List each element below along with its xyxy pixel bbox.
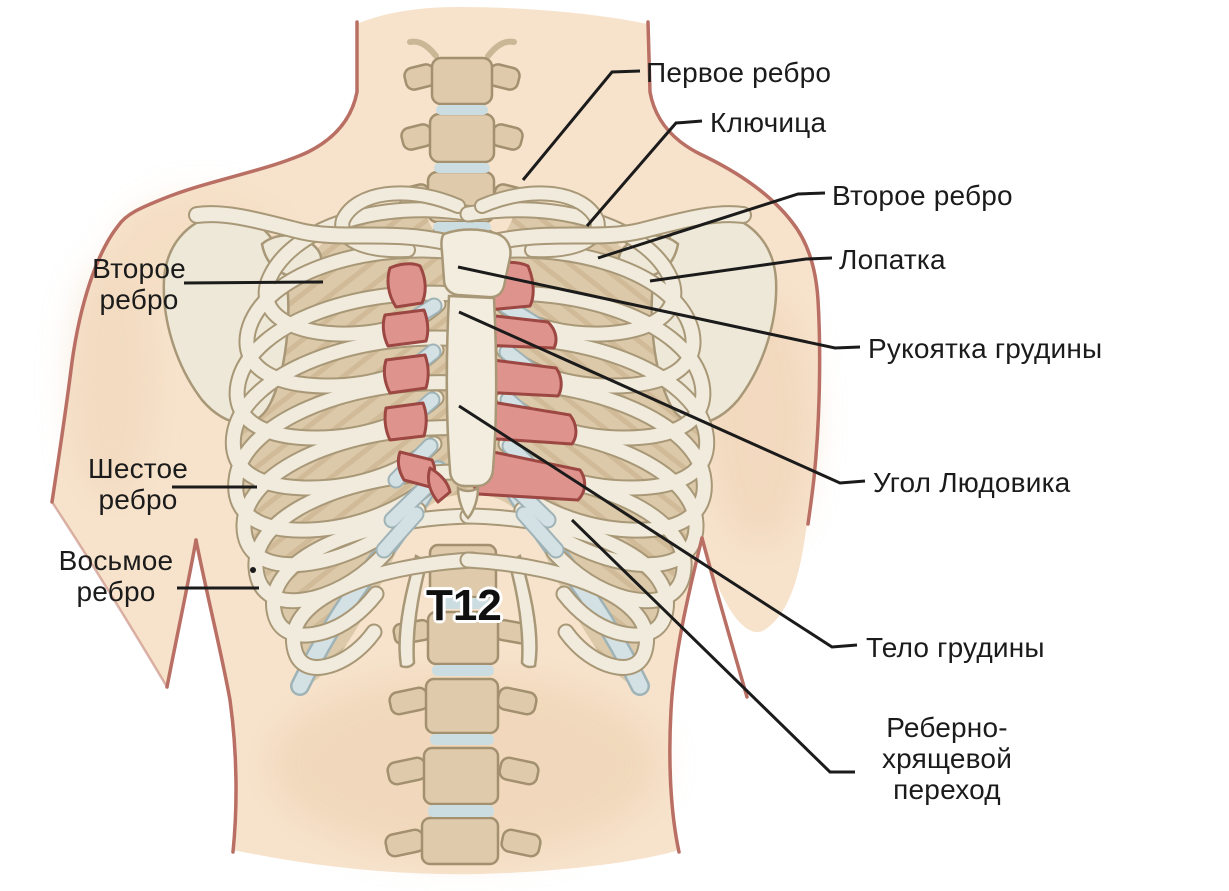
leader-sternum-body — [458, 404, 858, 649]
leader-second-rib-left — [183, 280, 324, 285]
sternum — [440, 228, 512, 520]
leader-dot — [250, 567, 256, 573]
leader-costochondral — [570, 518, 855, 774]
leader-scapula — [649, 256, 833, 283]
label-second-rib-left: Второе ребро — [92, 253, 186, 315]
label-eighth-rib: Восьмое ребро — [58, 545, 174, 607]
skin-contours — [50, 20, 822, 854]
manubrium-bone — [440, 228, 512, 299]
label-sixth-rib: Шестое ребро — [87, 453, 189, 515]
sternum-body-bone — [445, 294, 498, 488]
leader-first-rib — [521, 69, 641, 181]
leader-sternal-angle — [458, 310, 866, 485]
label-scapula: Лопатка — [839, 244, 946, 275]
xiphoid-process — [456, 485, 480, 520]
floating-ribs — [398, 554, 538, 669]
label-clavicle: Ключица — [710, 107, 827, 138]
label-costochondral-junction: Реберно- хрящевой переход — [881, 712, 1013, 805]
label-sternal-angle: Угол Людовика — [873, 467, 1071, 498]
label-first-rib: Первое ребро — [646, 57, 832, 88]
label-second-rib-right: Второе ребро — [832, 180, 1013, 211]
leader-second-rib-right — [597, 191, 826, 260]
highlighted-cartilage-left — [381, 262, 452, 504]
lumbar-spine — [384, 543, 542, 866]
label-vertebra-t12: T12 — [426, 581, 502, 630]
leader-clavicle — [585, 119, 703, 227]
leader-lines — [172, 69, 866, 774]
leader-manubrium — [457, 265, 861, 350]
label-manubrium: Рукоятка грудины — [868, 333, 1103, 364]
label-sternum-body: Тело грудины — [866, 632, 1045, 663]
